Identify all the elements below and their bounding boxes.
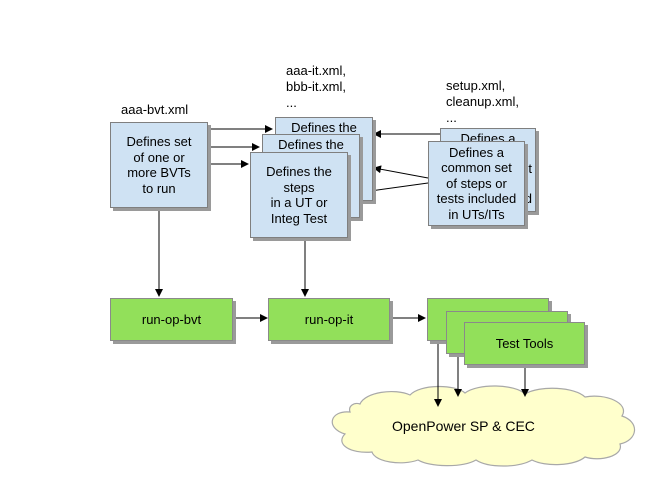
bvt-definition-box: Defines set of one or more BVTs to run xyxy=(110,122,208,208)
setup-files-label: setup.xml, cleanup.xml, ... xyxy=(446,78,519,125)
it-files-label: aaa-it.xml, bbb-it.xml, ... xyxy=(286,63,346,110)
bvt-file-label: aaa-bvt.xml xyxy=(121,102,189,117)
common-set-back-tail: t d xyxy=(524,161,532,206)
cloud-shape xyxy=(331,385,636,467)
test-tools-box-front: Test Tools xyxy=(464,322,585,365)
run-op-bvt-box: run-op-bvt xyxy=(110,298,233,341)
cloud-label: OpenPower SP & CEC xyxy=(392,418,535,434)
common-set-box-front: Defines a common set of steps or tests i… xyxy=(428,141,525,226)
it-definition-box-front: Defines the steps in a UT or Integ Test xyxy=(250,152,348,238)
run-op-it-box: run-op-it xyxy=(268,298,390,341)
